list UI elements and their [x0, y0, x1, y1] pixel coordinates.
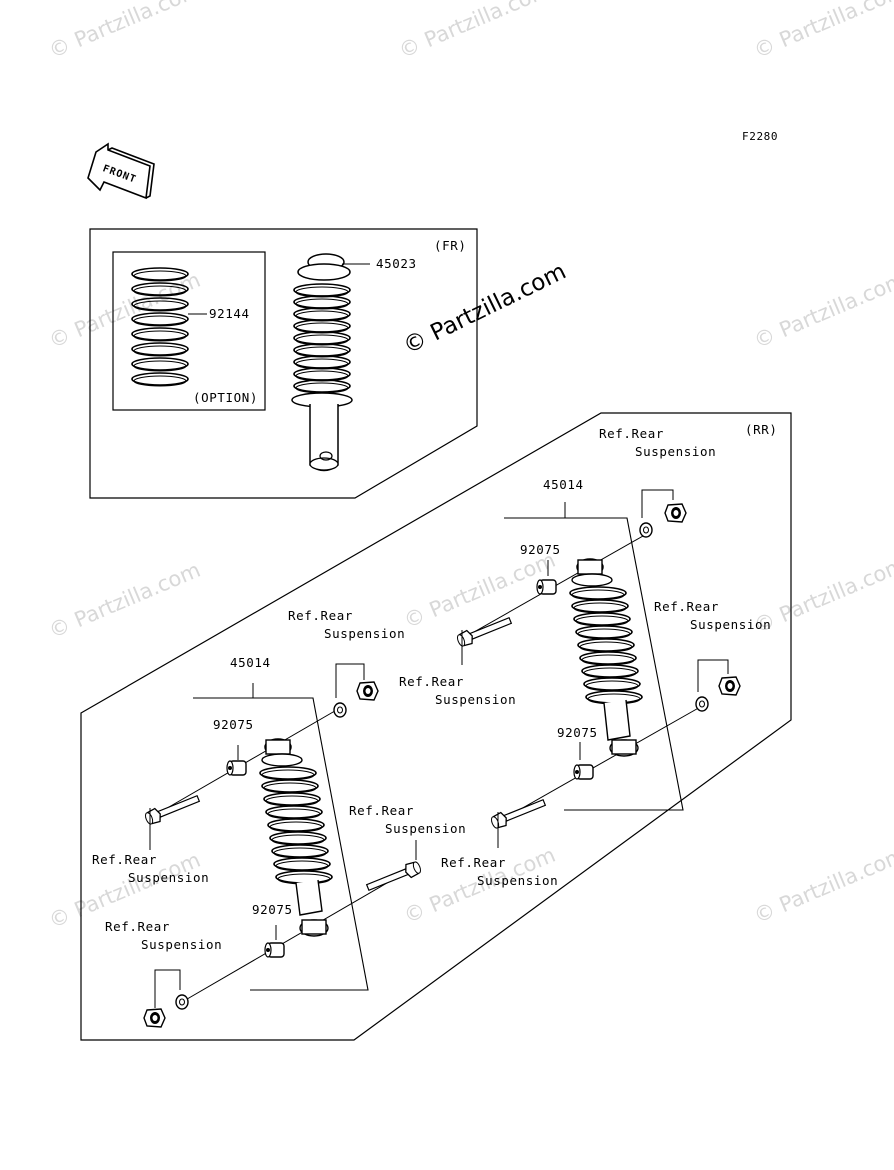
- option-spring: [131, 267, 207, 387]
- front-section-tag: (FR): [434, 238, 467, 253]
- front-shock-absorber: [291, 253, 370, 472]
- ref-label-line1: Ref.Rear: [399, 674, 465, 689]
- diagram-code: F2280: [742, 130, 779, 143]
- ref-label-line2: Suspension: [385, 821, 467, 836]
- ref-label-line2: Suspension: [635, 444, 717, 459]
- ref-label-line1: Ref.Rear: [599, 426, 665, 441]
- part-number-92075: 92075: [557, 725, 598, 740]
- option-tag: (OPTION): [193, 390, 259, 405]
- part-number-45014-right: 45014: [543, 477, 584, 492]
- front-section-frame: [89, 228, 478, 499]
- ref-label-line2: Suspension: [128, 870, 210, 885]
- part-number-45023: 45023: [376, 256, 417, 271]
- ref-label-line1: Ref.Rear: [654, 599, 720, 614]
- ref-label-line2: Suspension: [435, 692, 517, 707]
- front-arrow-icon: [87, 142, 155, 200]
- rear-section-tag: (RR): [745, 422, 778, 437]
- option-box: [112, 251, 266, 411]
- part-number-92075: 92075: [252, 902, 293, 917]
- ref-label-line1: Ref.Rear: [105, 919, 171, 934]
- ref-label-line1: Ref.Rear: [288, 608, 354, 623]
- rear-section-frame: [80, 412, 792, 1041]
- ref-label-line2: Suspension: [690, 617, 772, 632]
- part-number-92075: 92075: [213, 717, 254, 732]
- part-number-92144: 92144: [209, 306, 250, 321]
- part-number-92075: 92075: [520, 542, 561, 557]
- right-rear-shock: [455, 489, 741, 848]
- left-rear-shock: [143, 663, 423, 1028]
- ref-label-line2: Suspension: [324, 626, 406, 641]
- ref-label-line1: Ref.Rear: [349, 803, 415, 818]
- ref-label-line2: Suspension: [477, 873, 559, 888]
- ref-label-line1: Ref.Rear: [441, 855, 507, 870]
- ref-label-line2: Suspension: [141, 937, 223, 952]
- ref-label-line1: Ref.Rear: [92, 852, 158, 867]
- part-number-45014-left: 45014: [230, 655, 271, 670]
